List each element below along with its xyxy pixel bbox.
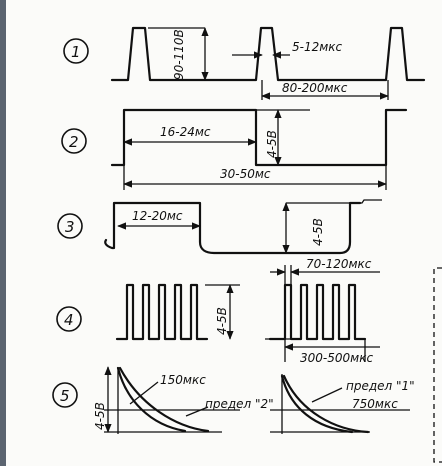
dimension-label: 300-500мкс	[300, 351, 373, 365]
row-number-ring	[57, 213, 83, 239]
dimension-label: 4-5В	[311, 218, 325, 246]
decay-curve	[280, 374, 354, 434]
annotation-label: предел "1"	[346, 379, 415, 393]
dimension-label: 80-200мкс	[282, 81, 348, 95]
dimension-label: 30-50мс	[220, 167, 271, 181]
waveform-tail	[360, 199, 382, 204]
dimension-label: 4-5В	[215, 307, 229, 335]
waveform-line	[110, 108, 408, 167]
leader-line	[185, 406, 209, 417]
row-number-ring	[56, 306, 82, 332]
dimension-label: 16-24мс	[160, 125, 211, 139]
row-number: 2	[69, 133, 79, 151]
row-5: 5 4-5В 150мкс предел "2" предел "1" 750м…	[52, 366, 415, 434]
dimension-label: 90-110В	[172, 29, 186, 80]
page-edge	[0, 0, 6, 466]
row-number: 4	[64, 311, 74, 329]
waveform-line	[104, 201, 362, 255]
row-3: 3 12-20мс 4-5В	[57, 199, 382, 255]
dimension-label: 4-5В	[93, 402, 107, 430]
dimension-label: 70-120мкс	[306, 257, 372, 271]
row-2: 2 16-24мс 4-5В 30-50мс	[61, 108, 408, 190]
dashed-frame	[433, 267, 442, 463]
row-number: 1	[71, 43, 81, 61]
annotation-label: предел "2"	[205, 397, 274, 411]
row-number-ring	[61, 128, 87, 154]
decay-curve	[118, 366, 210, 433]
dimension-label: 4-5В	[265, 130, 279, 158]
row-4: 4 4-5В 70-120мкс 300-500мкс	[56, 257, 380, 365]
decay-curve	[282, 374, 370, 434]
pulse-burst-1	[115, 283, 209, 341]
waveform-line	[110, 26, 426, 82]
row-number-ring	[52, 382, 78, 408]
leader-line	[311, 387, 343, 403]
dimension-label: 5-12мкс	[292, 40, 343, 54]
decay-curve	[116, 366, 187, 433]
leader-line	[129, 381, 159, 405]
row-number-ring	[63, 38, 89, 64]
annotation-label: 750мкс	[352, 397, 398, 411]
pulse-burst-2	[268, 283, 367, 341]
annotation-label: 150мкс	[160, 373, 206, 387]
dimension-label: 12-20мс	[132, 209, 183, 223]
row-number: 3	[65, 218, 75, 236]
row-1: 1 90-110В 5-12мкс 80-200мкс	[63, 26, 426, 100]
row-number: 5	[60, 387, 70, 405]
